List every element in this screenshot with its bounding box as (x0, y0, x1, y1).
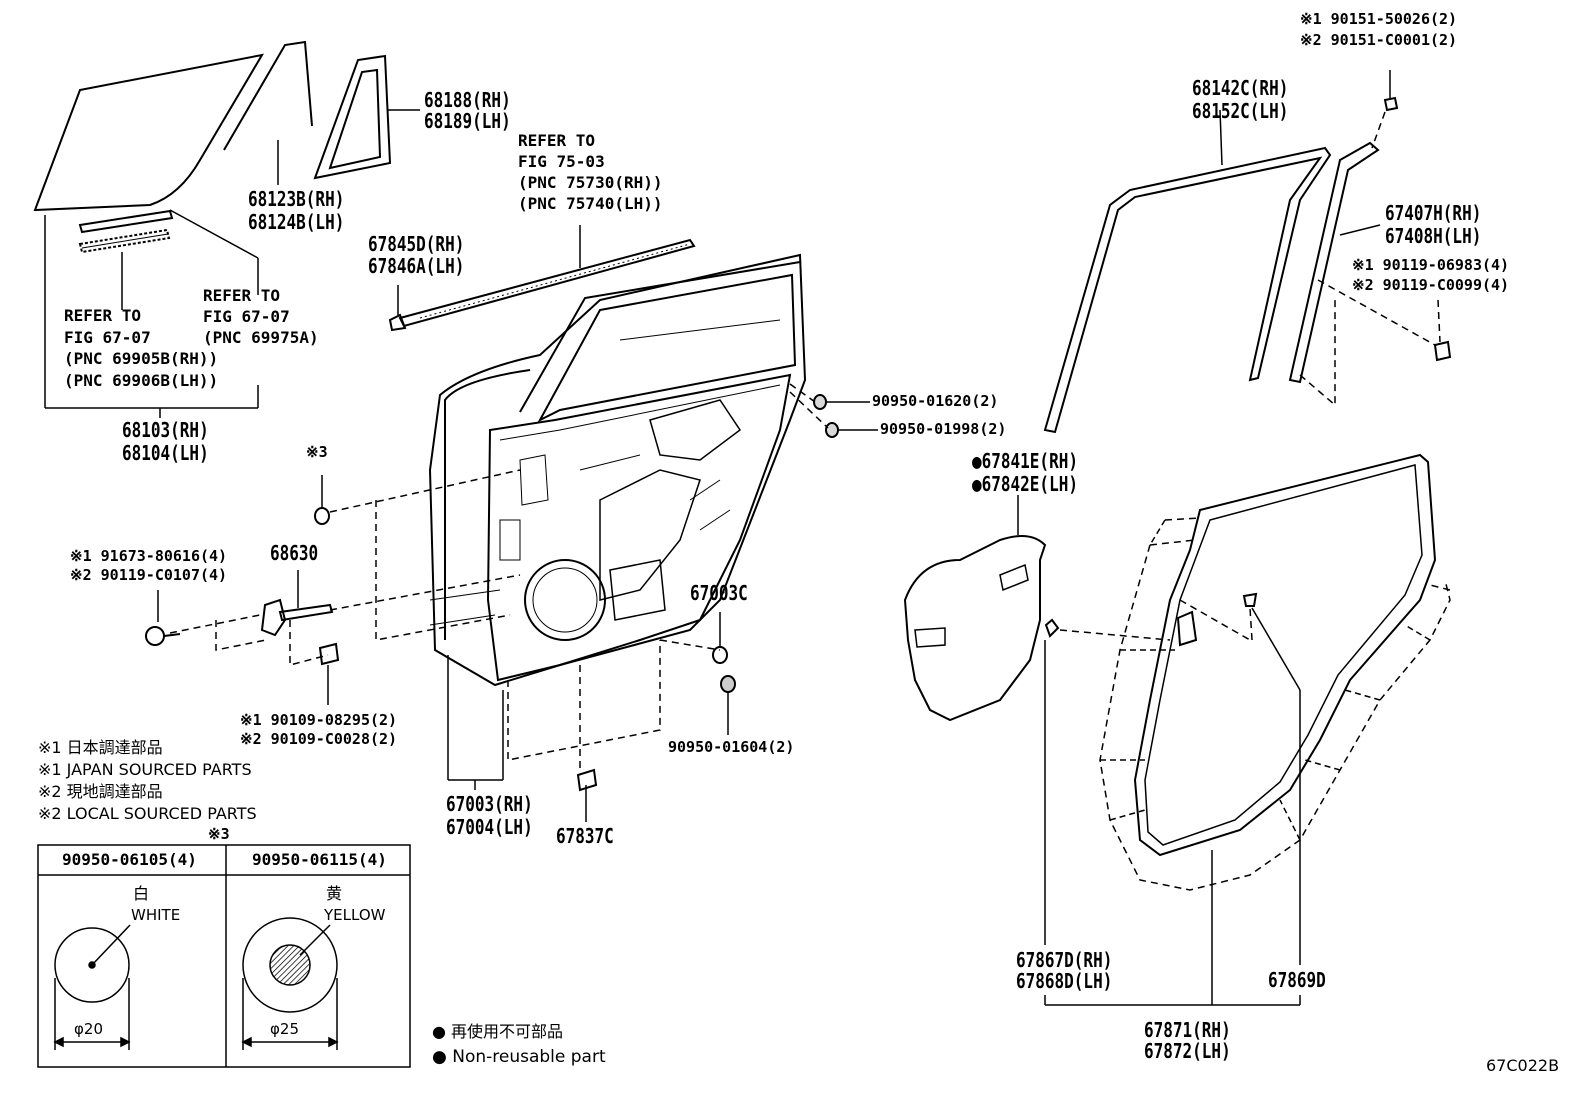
label-67872-lh: 67872(LH) (1144, 1039, 1231, 1063)
note-refer-glass2-3: (PNC 69975A) (203, 328, 319, 347)
plug-table-title: ※3 (208, 825, 230, 843)
legend-local-sourced-jp: ※2 現地調達部品 (38, 782, 163, 801)
label-67004-lh: 67004(LH) (446, 815, 533, 839)
label-67845d-rh: 67845D(RH) (368, 232, 465, 256)
label-bolt3-jp: ※1 90119-06983(4) (1352, 256, 1510, 274)
label-bolt2-local: ※2 90109-C0028(2) (240, 730, 398, 748)
plug-table-col2-part: 90950-06115(4) (252, 850, 387, 869)
nonreusable-legend-en: ● Non-reusable part (432, 1047, 606, 1067)
note-refer-glass2-1: REFER TO (203, 286, 281, 305)
label-67841e-rh: ●67841E(RH) (972, 449, 1078, 473)
door-panel (428, 253, 807, 687)
legend-jp-sourced-en: ※1 JAPAN SOURCED PARTS (38, 760, 252, 779)
label-plug-90950-01998: 90950-01998(2) (880, 420, 1007, 438)
note-3-marker: ※3 (306, 443, 328, 461)
plug-table-col1-color-jp: 白 (133, 884, 150, 903)
label-68123b-rh: 68123B(RH) (248, 187, 345, 211)
figure-code: 67C022B (1486, 1056, 1560, 1075)
label-68104-lh: 68104(LH) (122, 441, 209, 465)
label-68103-rh: 68103(RH) (122, 418, 209, 442)
label-67837c: 67837C (556, 824, 614, 848)
plug-table-col2-color-en: YELLOW (324, 906, 386, 924)
door-glass (33, 40, 313, 212)
note-refer-trim-2: FIG 75-03 (518, 152, 605, 171)
plug-table (37, 844, 411, 1068)
plug-table-col2-color-jp: 黄 (326, 884, 343, 903)
label-plug-90950-01620: 90950-01620(2) (872, 392, 999, 410)
solid-leaders-centre (157, 401, 878, 822)
hole-plugs (314, 394, 839, 693)
label-bolt3-local: ※2 90119-C0099(4) (1352, 276, 1510, 294)
label-bolt2-jp: ※1 90109-08295(2) (240, 711, 398, 729)
label-68152c-lh: 68152C(LH) (1192, 99, 1289, 123)
legend-jp-sourced-jp: ※1 日本調達部品 (38, 738, 163, 757)
label-67869d: 67869D (1268, 968, 1326, 992)
plug-table-col1-color-en: WHITE (131, 906, 181, 924)
leaders-top-left (44, 109, 420, 418)
nonreusable-legend-jp: ● 再使用不可部品 (432, 1022, 564, 1041)
label-67867d-rh: 67867D(RH) (1016, 948, 1113, 972)
label-67868d-lh: 67868D(LH) (1016, 969, 1113, 993)
note-refer-trim-4: (PNC 75740(LH)) (518, 194, 663, 213)
door-frame-weatherstrip (1043, 109, 1332, 434)
plug-table-col2-diameter: φ25 (270, 1020, 299, 1038)
note-refer-glass2-2: FIG 67-07 (203, 307, 290, 326)
label-bolt1-local: ※2 90119-C0107(4) (70, 566, 228, 584)
door-weatherstrip (1044, 453, 1451, 891)
label-plug-90950-01604: 90950-01604(2) (668, 738, 795, 756)
division-bar-weatherstrip (1288, 70, 1452, 384)
label-68188-rh: 68188(RH) (424, 88, 511, 112)
label-67408h-lh: 67408H(LH) (1385, 224, 1482, 248)
label-68189-lh: 68189(LH) (424, 109, 511, 133)
label-bolt1-jp: ※1 91673-80616(4) (70, 547, 228, 565)
label-67003-rh: 67003(RH) (446, 792, 533, 816)
label-67846a-lh: 67846A(LH) (368, 254, 465, 278)
note-refer-trim-1: REFER TO (518, 131, 596, 150)
plug-table-col1-diameter: φ20 (74, 1020, 103, 1038)
dashed-leaders-right (1299, 111, 1441, 407)
label-screw-top-local: ※2 90151-C0001(2) (1300, 31, 1458, 49)
service-hole-cover (903, 495, 1047, 722)
label-67842e-lh: ●67842E(LH) (972, 472, 1078, 496)
note-refer-glass-2: FIG 67-07 (64, 328, 151, 347)
quarter-glass-frame (313, 54, 392, 180)
note-refer-trim-3: (PNC 75730(RH)) (518, 173, 663, 192)
note-refer-glass-1: REFER TO (64, 306, 142, 325)
label-68142c-rh: 68142C(RH) (1192, 76, 1289, 100)
label-68630: 68630 (270, 541, 319, 565)
label-68124b-lh: 68124B(LH) (248, 210, 345, 234)
note-refer-glass-4: (PNC 69906B(LH)) (64, 371, 219, 390)
label-67003c: 67003C (690, 581, 748, 605)
label-67407h-rh: 67407H(RH) (1385, 201, 1482, 225)
label-67871-rh: 67871(RH) (1144, 1018, 1231, 1042)
note-refer-glass-3: (PNC 69905B(RH)) (64, 349, 219, 368)
legend-local-sourced-en: ※2 LOCAL SOURCED PARTS (38, 804, 257, 823)
leaders-bottom-right (1044, 607, 1301, 1006)
dashed-leaders-centre (169, 383, 829, 770)
door-belt-moulding (388, 225, 696, 332)
glass-channels (78, 209, 174, 254)
door-check-and-bolts (145, 598, 598, 792)
plug-table-col1-part: 90950-06105(4) (62, 850, 197, 869)
label-screw-top-jp: ※1 90151-50026(2) (1300, 10, 1458, 28)
